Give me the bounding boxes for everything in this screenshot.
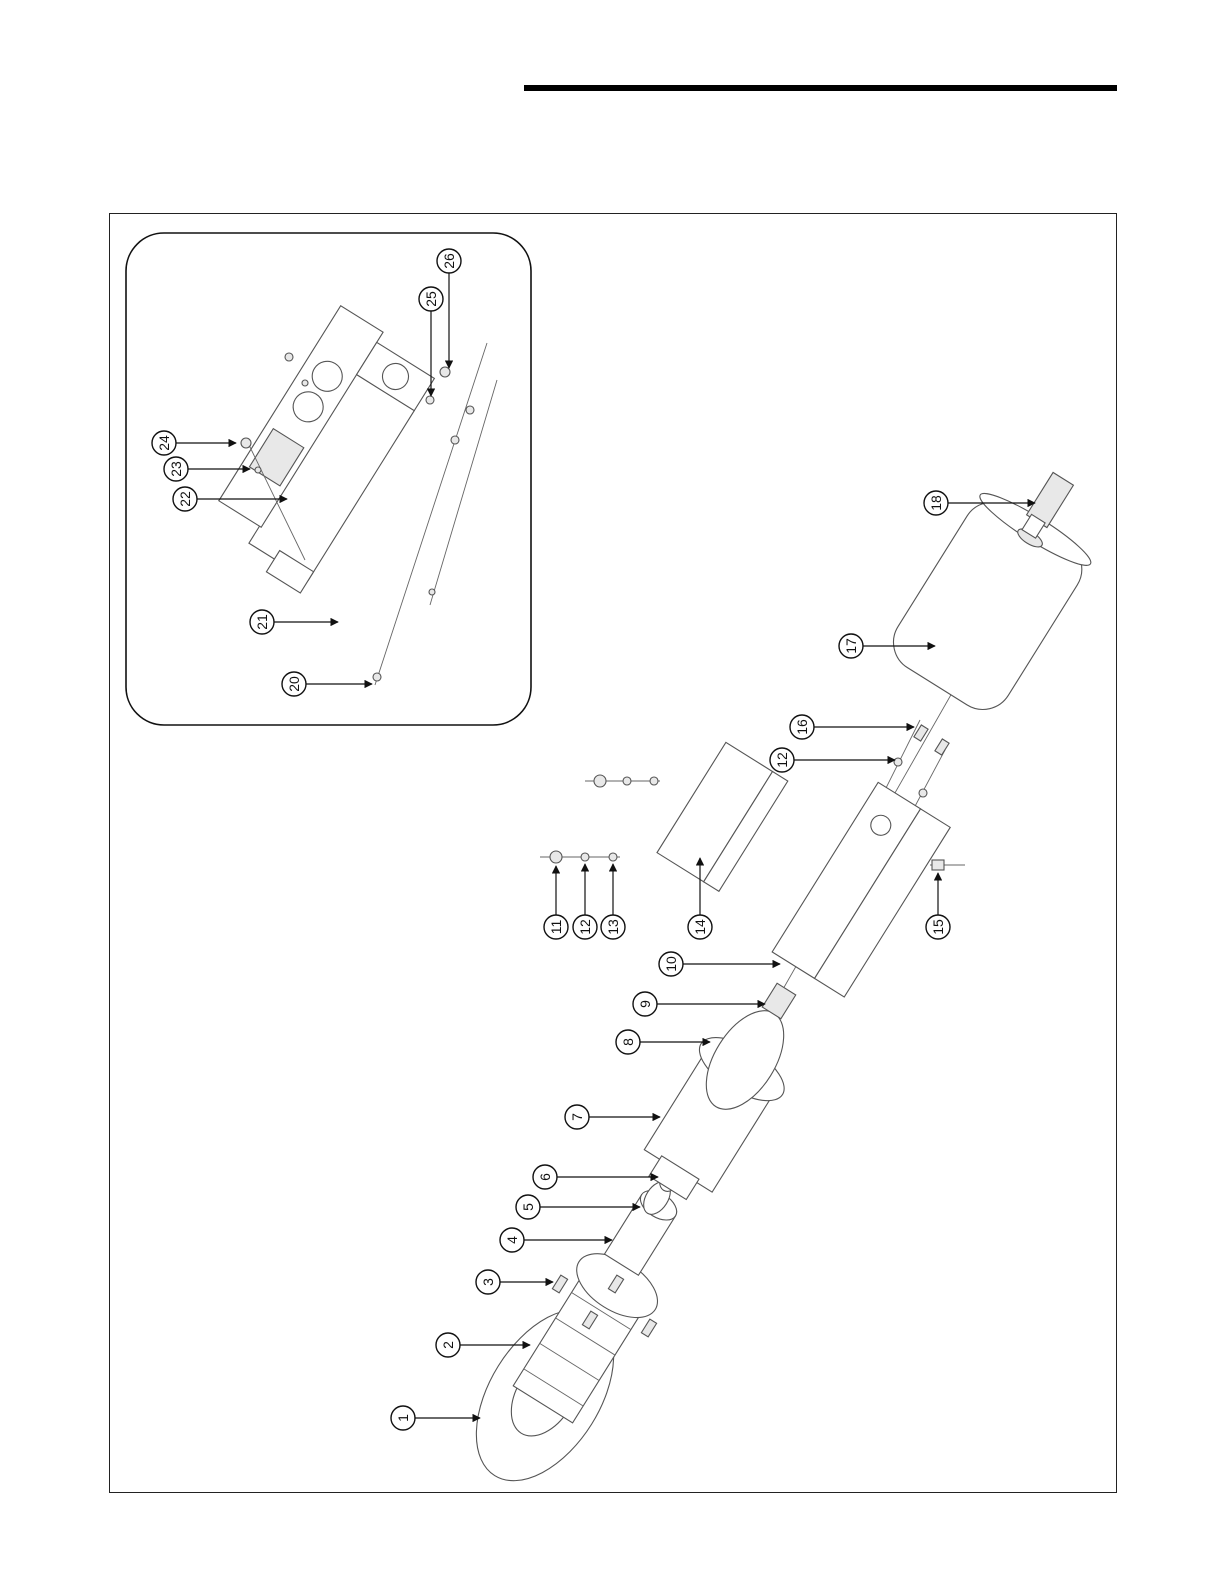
svg-text:12: 12	[577, 919, 593, 935]
callout-7: 7	[565, 1105, 660, 1129]
callout-9: 9	[633, 992, 765, 1016]
svg-text:20: 20	[286, 676, 302, 692]
svg-text:8: 8	[620, 1038, 636, 1046]
main-assembly	[448, 472, 1097, 1504]
svg-text:10: 10	[663, 956, 679, 972]
svg-text:14: 14	[692, 919, 708, 935]
svg-text:21: 21	[254, 614, 270, 630]
svg-text:6: 6	[537, 1173, 553, 1181]
part-bracket	[772, 782, 950, 997]
callout-13: 13	[601, 864, 625, 939]
callout-15: 15	[926, 873, 950, 939]
part-cover	[657, 742, 788, 891]
svg-text:26: 26	[441, 253, 457, 269]
svg-text:15: 15	[930, 919, 946, 935]
callout-1: 1	[391, 1406, 480, 1430]
svg-text:13: 13	[605, 919, 621, 935]
callout-3: 3	[476, 1270, 553, 1294]
svg-text:25: 25	[423, 291, 439, 307]
svg-text:23: 23	[168, 461, 184, 477]
callout-6: 6	[533, 1165, 658, 1189]
svg-text:11: 11	[548, 920, 564, 935]
callout-11: 11	[544, 866, 568, 939]
svg-text:18: 18	[928, 495, 944, 511]
callout-12b: 12	[770, 748, 895, 772]
svg-text:3: 3	[480, 1278, 496, 1286]
svg-text:4: 4	[504, 1236, 520, 1244]
callout-16: 16	[790, 715, 914, 739]
svg-text:2: 2	[440, 1341, 456, 1349]
svg-text:9: 9	[637, 1000, 653, 1008]
svg-text:16: 16	[794, 719, 810, 735]
svg-text:7: 7	[569, 1113, 585, 1121]
callout-5: 5	[516, 1195, 640, 1219]
callout-8: 8	[616, 1030, 710, 1054]
part-enclosure-cap	[882, 485, 1097, 721]
svg-text:17: 17	[843, 638, 859, 654]
callout-4: 4	[500, 1228, 612, 1252]
svg-text:5: 5	[520, 1203, 536, 1211]
part-nut	[604, 1185, 681, 1276]
callout-10: 10	[659, 952, 780, 976]
svg-text:24: 24	[156, 435, 172, 451]
svg-text:1: 1	[395, 1414, 411, 1422]
svg-text:12: 12	[774, 752, 790, 768]
callout-12: 12	[573, 864, 597, 939]
svg-text:22: 22	[177, 491, 193, 507]
